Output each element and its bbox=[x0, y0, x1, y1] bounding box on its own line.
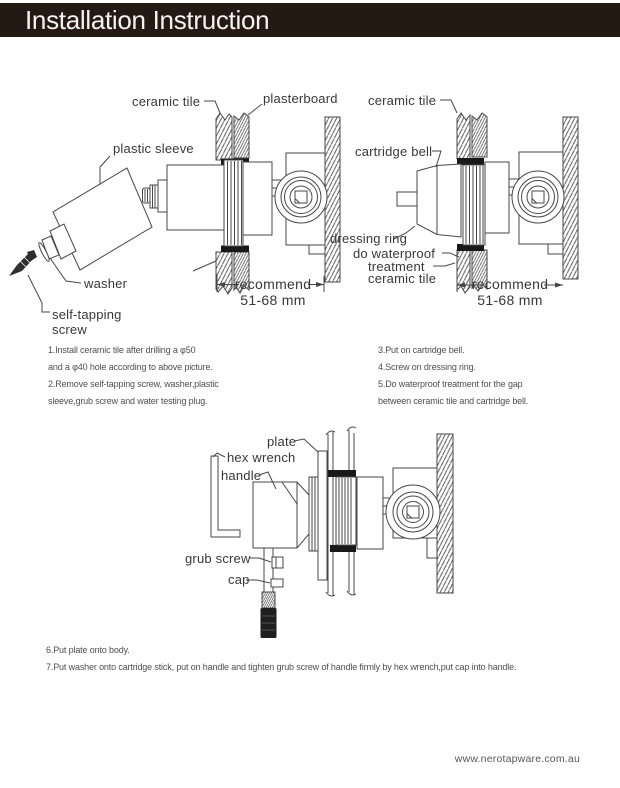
label-treatment: treatment bbox=[368, 259, 425, 274]
seal-lower bbox=[330, 545, 356, 552]
plate bbox=[317, 450, 328, 581]
instruction-line: 7.Put washer onto cartridge stick, put o… bbox=[46, 662, 517, 672]
bracket-step bbox=[308, 244, 326, 255]
dimension-51-68 bbox=[456, 279, 563, 292]
label-recommend: recommend bbox=[472, 276, 549, 292]
instruction-line: 3.Put on cartridge bell. bbox=[378, 345, 465, 355]
diagram-rough-in-body: ceramic tile plasterboard plastic sleeve… bbox=[9, 91, 341, 337]
diagram-handle-assembly: plate hex wrench handle grub screw cap bbox=[185, 426, 454, 638]
threaded-section bbox=[223, 159, 244, 247]
plasterboard-lower bbox=[233, 251, 250, 294]
grub-screw bbox=[271, 556, 284, 569]
handle bbox=[252, 481, 310, 549]
threaded-section bbox=[462, 164, 486, 246]
plasterboard-upper bbox=[471, 112, 488, 158]
seal-lower bbox=[221, 245, 249, 252]
label-dimension: 51-68 mm bbox=[240, 292, 305, 308]
instruction-line: sleeve,grub screw and water testing plug… bbox=[48, 396, 208, 406]
label-ceramic-tile: ceramic tile bbox=[132, 94, 200, 109]
outlet-port bbox=[274, 170, 328, 224]
label-self-tapping: self-tapping bbox=[52, 307, 122, 322]
label-washer: washer bbox=[83, 276, 128, 291]
label-do-waterproof: do waterproof bbox=[353, 246, 435, 261]
wall-stud bbox=[562, 116, 579, 280]
dimension-51-68 bbox=[216, 274, 325, 292]
outlet-port bbox=[511, 170, 565, 224]
cap bbox=[270, 578, 284, 588]
threaded-section bbox=[335, 476, 357, 546]
hex-wrench bbox=[210, 455, 241, 538]
handle-stem bbox=[260, 547, 277, 638]
outlet-port bbox=[385, 484, 441, 540]
ceramic-tile-upper bbox=[456, 112, 471, 160]
drawing-2 bbox=[393, 99, 579, 294]
washer bbox=[38, 242, 50, 262]
water-testing-plug bbox=[142, 179, 168, 213]
label-hex-wrench: hex wrench bbox=[227, 450, 295, 465]
plasterboard-upper bbox=[233, 112, 250, 159]
plasterboard-lower bbox=[471, 249, 488, 292]
label-dressing-ring: dressing ring bbox=[330, 231, 407, 246]
plastic-sleeve bbox=[52, 167, 153, 271]
leader-lines bbox=[212, 438, 319, 584]
label-plate: plate bbox=[267, 434, 296, 449]
ceramic-tile-upper bbox=[215, 112, 233, 161]
label-cartridge-bell: cartridge bell bbox=[355, 144, 432, 159]
valve-body bbox=[484, 161, 510, 234]
label-screw: screw bbox=[52, 322, 87, 337]
instruction-line: 4.Screw on dressing ring. bbox=[378, 362, 476, 372]
instruction-line: 2.Remove self-tapping screw, washer,plas… bbox=[48, 379, 219, 389]
valve-body bbox=[166, 164, 225, 231]
instructions-steps-6-7: 6.Put plate onto body. 7.Put washer onto… bbox=[46, 642, 516, 676]
self-tapping-screw bbox=[9, 250, 37, 276]
header-bar: Installation Instruction bbox=[0, 3, 620, 37]
leader-lines bbox=[27, 100, 263, 313]
label-recommend: recommend bbox=[235, 276, 312, 292]
instruction-line: 5.Do waterproof treatment for the gap bbox=[378, 379, 523, 389]
seal-upper bbox=[328, 470, 356, 477]
label-plastic-sleeve: plastic sleeve bbox=[113, 141, 194, 156]
valve-body-rear bbox=[242, 161, 273, 236]
sleeve-neck bbox=[49, 223, 77, 260]
page-title: Installation Instruction bbox=[25, 5, 270, 35]
instruction-line: 1.Install ceramic tile after drilling a … bbox=[48, 345, 196, 355]
drawing-1 bbox=[9, 100, 341, 313]
adapter-rings bbox=[308, 476, 319, 552]
seal-upper bbox=[457, 158, 484, 165]
bracket-step bbox=[547, 243, 564, 255]
label-cap: cap bbox=[228, 572, 250, 587]
instruction-line: and a φ40 hole according to above pictur… bbox=[48, 362, 213, 372]
leader-lines bbox=[393, 99, 460, 267]
cartridge-bell bbox=[396, 163, 462, 238]
website-url: www.nerotapware.com.au bbox=[454, 753, 580, 765]
label-ceramic-tile: ceramic tile bbox=[368, 93, 436, 108]
valve-body bbox=[356, 476, 384, 550]
label-ceramic-tile-lower: ceramic tile bbox=[368, 271, 436, 286]
instruction-line: between ceramic tile and cartridge bell. bbox=[378, 396, 529, 406]
bracket-step bbox=[426, 537, 438, 559]
drawing-3 bbox=[210, 426, 454, 638]
instructions-steps-3-5: 3.Put on cartridge bell. 4.Screw on dres… bbox=[378, 342, 528, 410]
instructions-steps-1-2: 1.Install ceramic tile after drilling a … bbox=[48, 342, 219, 410]
label-dimension: 51-68 mm bbox=[477, 292, 542, 308]
ceramic-tile-lower bbox=[215, 251, 233, 295]
seal-lower bbox=[457, 244, 484, 251]
label-grub-screw: grub screw bbox=[185, 551, 251, 566]
instruction-line: 6.Put plate onto body. bbox=[46, 645, 130, 655]
label-plasterboard: plasterboard bbox=[263, 91, 338, 106]
label-handle: handle bbox=[221, 468, 261, 483]
diagram-cartridge-bell: ceramic tile cartridge bell dressing rin… bbox=[330, 93, 579, 308]
